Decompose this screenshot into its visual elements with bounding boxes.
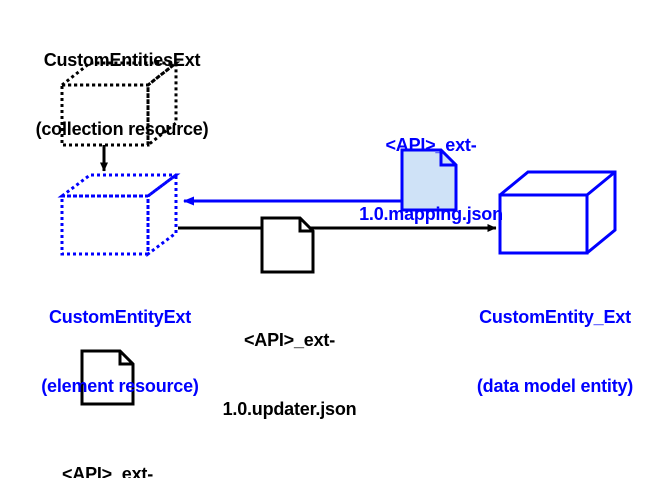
collection-resource-label-line1: CustomEntitiesExt — [43, 50, 201, 70]
entity-cube-icon — [498, 170, 617, 255]
updater-file-label-line2: 1.0.updater.json — [222, 399, 357, 419]
element-resource-label-line2: (element resource) — [41, 376, 199, 396]
updater-document-icon — [260, 216, 315, 274]
data-model-entity-label-line1: CustomEntity_Ext — [479, 307, 631, 327]
element-resource-label-line1: CustomEntityExt — [48, 307, 191, 327]
collection-resource-label-line2: (collection resource) — [35, 119, 209, 139]
updater-file-label-line1: <API>_ext- — [243, 330, 336, 350]
schema-file-label-line1: <API>_ext- — [61, 464, 154, 478]
mapping-file-label: <API>_ext- 1.0.mapping.json — [333, 88, 529, 272]
schema-file-label: <API>_ext- 1.0.schema.json — [15, 417, 200, 478]
mapping-document-icon — [400, 148, 458, 212]
element-resource-label: CustomEntityExt (element resource) — [10, 260, 230, 444]
data-model-entity-label: CustomEntity_Ext (data model entity) — [455, 260, 655, 444]
collection-resource-label: CustomEntitiesExt (collection resource) — [12, 3, 232, 187]
schema-document-icon — [80, 349, 135, 406]
element-cube-icon — [57, 172, 181, 257]
updater-file-label: <API>_ext- 1.0.updater.json — [197, 283, 382, 467]
data-model-entity-label-line2: (data model entity) — [476, 376, 634, 396]
mapping-file-label-line2: 1.0.mapping.json — [359, 204, 503, 224]
mapping-file-label-line1: <API>_ext- — [385, 135, 477, 155]
